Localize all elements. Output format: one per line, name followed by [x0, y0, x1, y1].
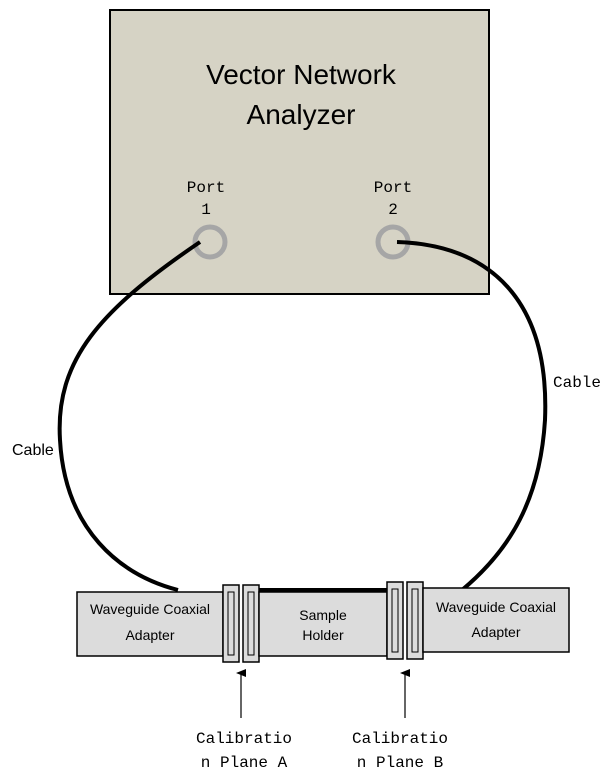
- left-cable: [57, 240, 202, 592]
- sample-holder: [258, 591, 388, 657]
- analyzer-title-line1: Vector Network: [206, 59, 397, 90]
- port1-label-line2: 1: [201, 201, 211, 219]
- port1-connector: [192, 224, 228, 260]
- right-adapter-label-line1: Waveguide Coaxial: [436, 599, 556, 615]
- analyzer-title-line2: Analyzer: [247, 99, 356, 130]
- calibration-plane-a-label-line2: n Plane A: [201, 754, 288, 772]
- right-adapter: [422, 587, 570, 653]
- left-adapter: [76, 591, 224, 657]
- sample-holder-label-line1: Sample: [299, 607, 347, 623]
- left-adapter-label-line1: Waveguide Coaxial: [90, 601, 210, 617]
- right-cable: [396, 240, 548, 592]
- analyzer-box: [109, 9, 490, 295]
- left-adapter-label-line2: Adapter: [125, 627, 174, 643]
- port2-label-line1: Port: [374, 179, 412, 197]
- flange-b-inner-left: [391, 588, 399, 653]
- right-adapter-label-line2: Adapter: [471, 624, 520, 640]
- flange-b-inner-right: [411, 588, 419, 653]
- left-cable-label: Cable: [12, 442, 54, 459]
- calibration-plane-b-label-line2: n Plane B: [357, 754, 443, 772]
- flange-a-inner-left: [227, 591, 235, 656]
- port2-label-line2: 2: [388, 201, 398, 219]
- flange-a-inner-right: [247, 591, 255, 656]
- calibration-plane-a-label-line1: Calibratio: [196, 730, 292, 748]
- port1-label-line1: Port: [187, 179, 225, 197]
- vector-network-analyzer: Vector Network Analyzer Port 1 Port 2: [109, 9, 490, 295]
- right-cable-label: Cable: [553, 374, 601, 392]
- waveguide-assembly: Waveguide Coaxial Adapter Sample Holder …: [76, 581, 570, 663]
- sample-holder-label-line2: Holder: [302, 627, 344, 643]
- calibration-plane-b-label-line1: Calibratio: [352, 730, 448, 748]
